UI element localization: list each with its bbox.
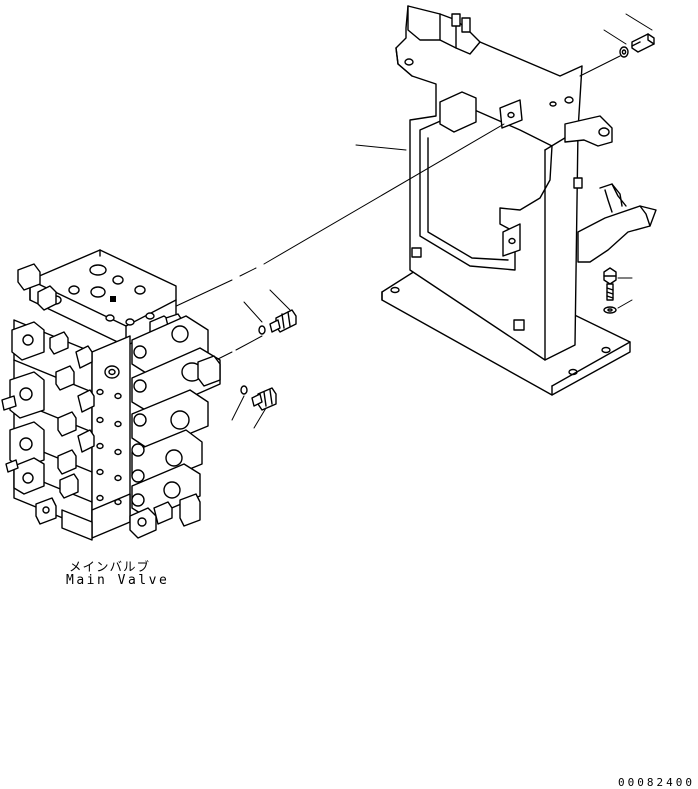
main-valve: [1, 249, 221, 541]
drawing-number: 00082400: [618, 776, 695, 789]
valve-bracket: [381, 5, 657, 396]
component-label-english: Main Valve: [66, 573, 170, 588]
component-label-japanese: メインバルブ: [69, 559, 151, 574]
bolt-lower-right: [603, 267, 633, 314]
pressure-sensor-lower: [231, 385, 277, 429]
bolt-upper-right: [579, 13, 655, 77]
assembly-line-upper: [171, 123, 505, 309]
leader-bracket: [355, 144, 407, 151]
pressure-sensor-upper: [243, 289, 297, 335]
